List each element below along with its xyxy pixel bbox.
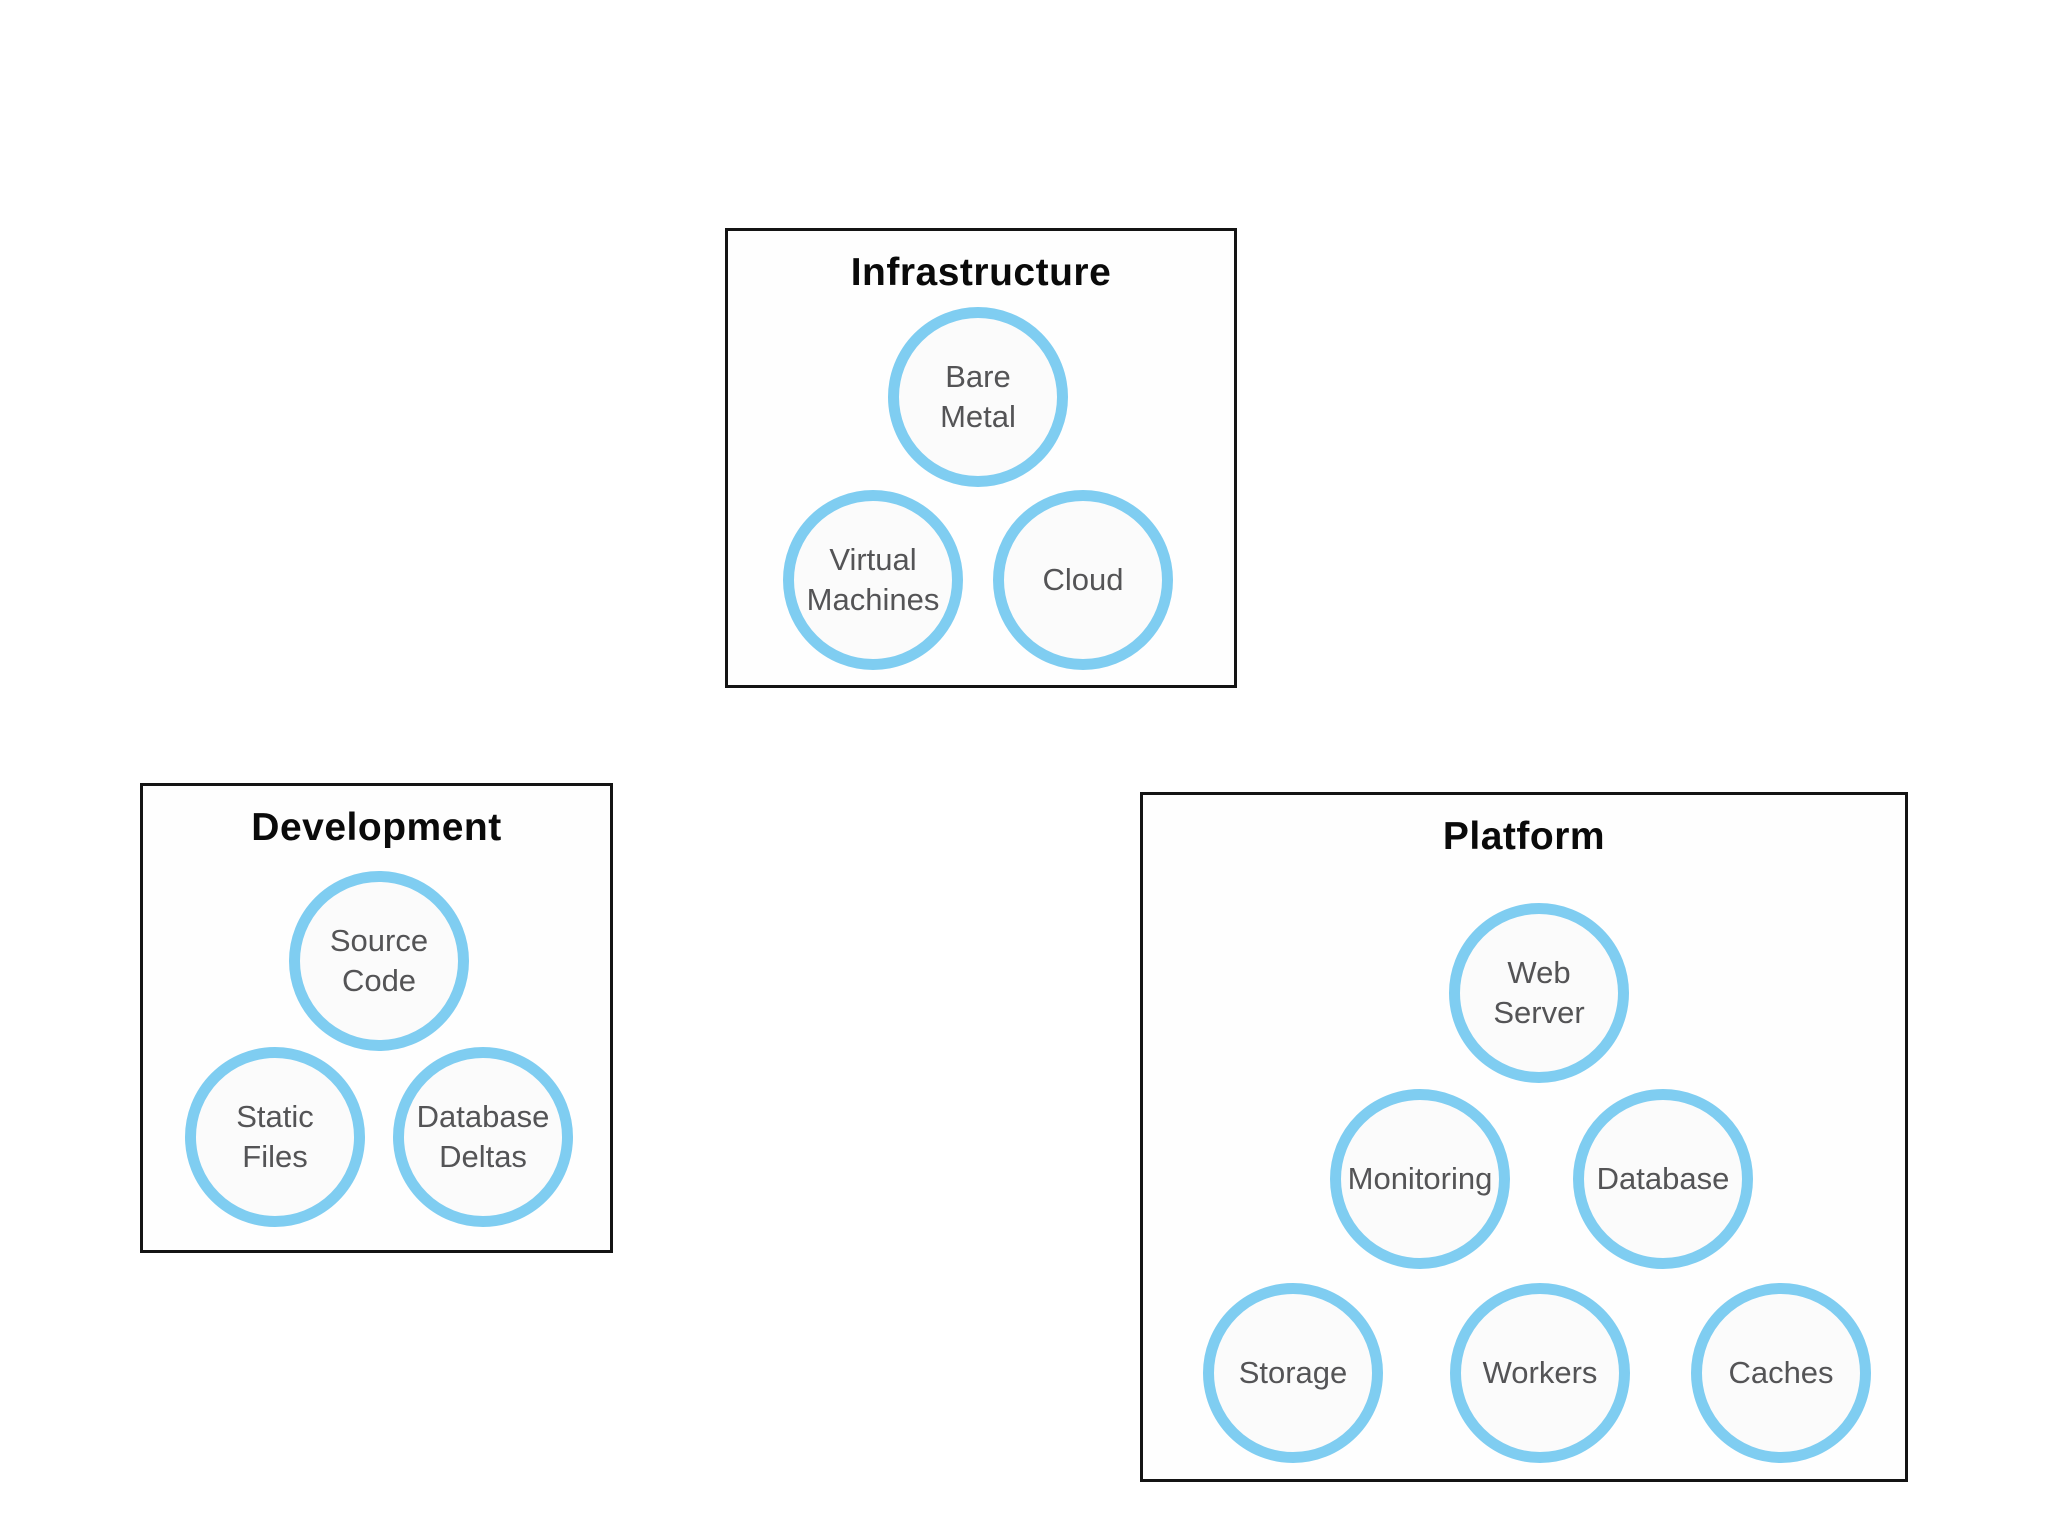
group-platform: Platform Web Server Monitoring Database … bbox=[1140, 792, 1908, 1482]
node-source-code: Source Code bbox=[289, 871, 469, 1051]
node-label-storage: Storage bbox=[1238, 1355, 1348, 1390]
group-title-infrastructure: Infrastructure bbox=[850, 251, 1112, 294]
node-label-static-files: Static Files bbox=[236, 1099, 314, 1174]
node-label-monitoring: Monitoring bbox=[1347, 1161, 1493, 1196]
group-title-platform: Platform bbox=[1442, 815, 1606, 858]
node-workers: Workers bbox=[1450, 1283, 1630, 1463]
node-label-source-code: Source Code bbox=[329, 923, 429, 998]
node-web-server: Web Server bbox=[1449, 903, 1629, 1083]
node-label-caches: Caches bbox=[1728, 1355, 1834, 1390]
node-virtual-machines: Virtual Machines bbox=[783, 490, 963, 670]
node-label-database-deltas: Database Deltas bbox=[416, 1099, 550, 1174]
node-database-deltas: Database Deltas bbox=[393, 1047, 573, 1227]
group-infrastructure: Infrastructure Bare Metal Virtual Machin… bbox=[725, 228, 1237, 688]
node-monitoring: Monitoring bbox=[1330, 1089, 1510, 1269]
node-label-bare-metal: Bare Metal bbox=[940, 359, 1016, 434]
node-label-virtual-machines: Virtual Machines bbox=[806, 542, 940, 617]
node-label-database: Database bbox=[1596, 1161, 1730, 1196]
node-bare-metal: Bare Metal bbox=[888, 307, 1068, 487]
group-development: Development Source Code Static Files Dat… bbox=[140, 783, 613, 1253]
node-label-cloud: Cloud bbox=[1042, 562, 1124, 597]
node-static-files: Static Files bbox=[185, 1047, 365, 1227]
group-title-development: Development bbox=[251, 806, 502, 849]
node-database: Database bbox=[1573, 1089, 1753, 1269]
node-caches: Caches bbox=[1691, 1283, 1871, 1463]
node-label-workers: Workers bbox=[1482, 1355, 1598, 1390]
node-storage: Storage bbox=[1203, 1283, 1383, 1463]
node-cloud: Cloud bbox=[993, 490, 1173, 670]
node-label-web-server: Web Server bbox=[1493, 955, 1585, 1030]
